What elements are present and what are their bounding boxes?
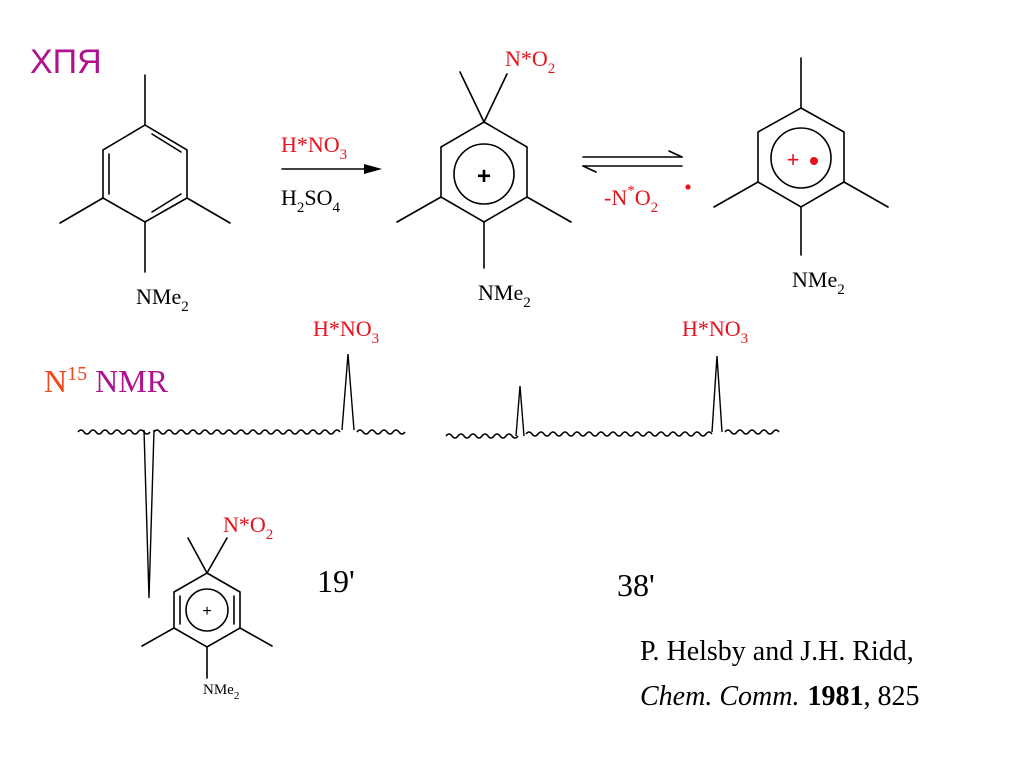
- citation-authors: P. Helsby and J.H. Ridd,: [640, 636, 914, 667]
- amine-label-2: NMe2: [478, 280, 531, 311]
- equilibrium-arrows: [582, 150, 683, 173]
- nmr-spectrum-38min: [445, 355, 780, 439]
- time-label-38: 38': [617, 567, 655, 603]
- wheland-intermediate-structure: [396, 71, 572, 269]
- radical-cation-structure: [713, 57, 889, 256]
- amine-label-1: NMe2: [136, 284, 189, 315]
- forward-arrow: [281, 164, 382, 174]
- slide-title: ХПЯ: [30, 43, 102, 81]
- nmr-spectrum-19min: [77, 353, 406, 599]
- no2-label-2: N*O2: [223, 512, 273, 543]
- peak-label-hno3-2: H*NO3: [682, 316, 748, 347]
- citation-reference: Chem. Comm.1981, 825: [640, 681, 919, 712]
- nmr-peak-hno3-2: [711, 355, 723, 433]
- no2-label-1: N*O2: [505, 46, 555, 77]
- nmr-peak-small: [515, 385, 525, 437]
- small-wheland-structure: [141, 537, 273, 679]
- radical-dot-icon: [810, 157, 818, 165]
- nmr-peak-hno3-1: [341, 353, 355, 431]
- nmr-peak-negative: [143, 429, 155, 599]
- small-cation-charge: +: [202, 603, 211, 620]
- amine-label-4: NMe2: [203, 682, 239, 702]
- cation-charge: +: [477, 163, 491, 190]
- amine-label-3: NMe2: [792, 267, 845, 298]
- reagent-h2so4: H2SO4: [281, 185, 341, 216]
- dimethylmesidine-structure: NMe2: [59, 74, 231, 315]
- radical-dot-icon: [685, 184, 691, 190]
- reagent-hno3: H*NO3: [281, 132, 347, 163]
- time-label-19: 19': [317, 563, 355, 599]
- radical-charge: +: [787, 147, 800, 172]
- peak-label-hno3-1: H*NO3: [313, 316, 379, 347]
- reverse-label: -N*O2: [604, 183, 658, 216]
